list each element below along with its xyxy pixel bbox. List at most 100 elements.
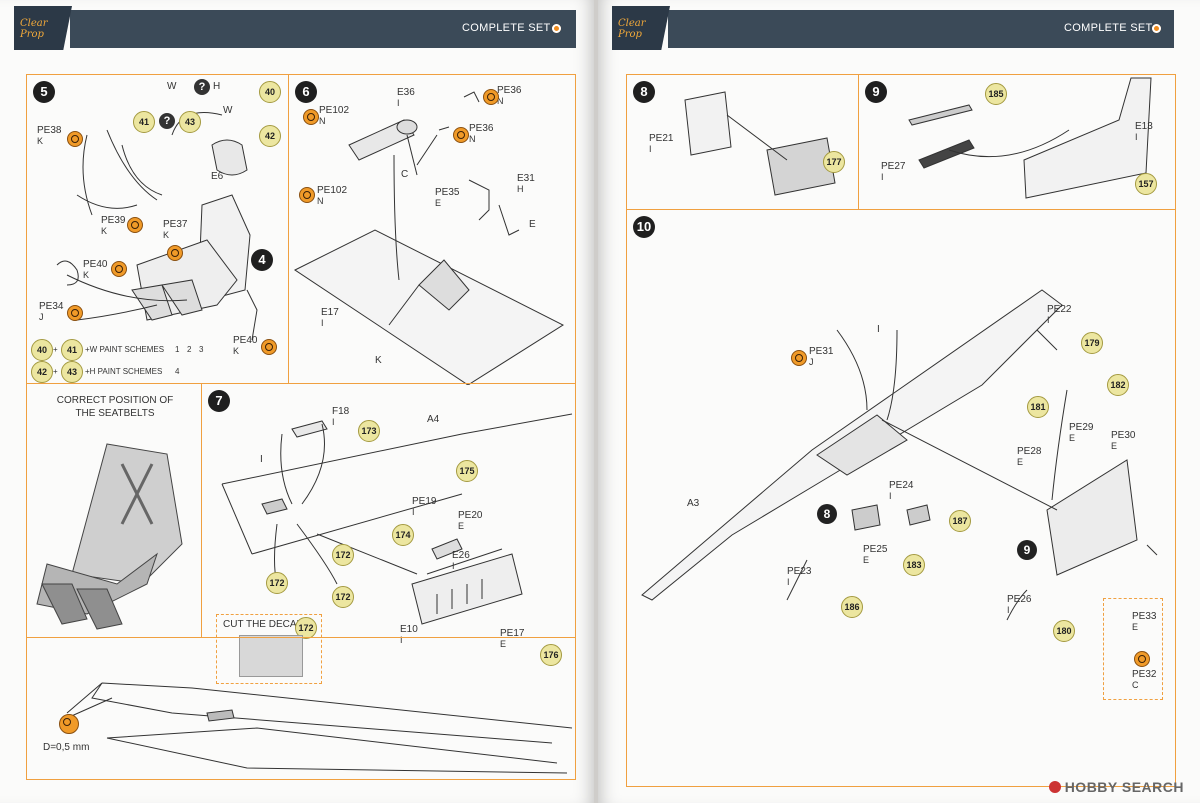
logo-text: Clear Prop [20,18,48,40]
photo-etch-icon [791,350,807,366]
decal-176: 176 [540,644,562,666]
color-code-w: W [167,81,177,92]
decal-42: 42 [259,125,281,147]
decal-40: 40 [259,81,281,103]
photo-etch-icon [453,127,469,143]
legend-plus: + [53,345,58,354]
step-number: 7 [208,390,230,412]
photo-etch-icon [483,89,499,105]
paint-scheme-1: 1 [175,345,180,354]
right-header-bar: COMPLETE SET [668,10,1174,48]
cut-decal-box: CUT THE DECAL 172 [216,614,322,684]
paint-scheme-2: 2 [187,345,192,354]
legend-decal-40: 40 [31,339,53,361]
decal-175: 175 [456,460,478,482]
drill-size: D=0,5 mm [43,742,90,753]
cut-decal-label: CUT THE DECAL [223,619,303,630]
question-icon: ? [159,113,175,129]
left-header-title: COMPLETE SET [462,22,551,34]
part-k: K [375,355,382,366]
decal-172d: 172 [295,617,317,639]
question-icon: ? [194,79,210,95]
legend-plus: + [53,367,58,376]
decal-180: 180 [1053,620,1075,642]
instrument-panel-drawing [221,413,573,625]
decal-173: 173 [358,420,380,442]
book-gutter [594,0,598,803]
part-i: I [260,454,263,465]
decal-187: 187 [949,510,971,532]
step-number: 9 [865,81,887,103]
decal-172c: 172 [332,586,354,608]
decal-172a: 172 [332,544,354,566]
brand-logo: Clear Prop [14,6,72,50]
decal-157: 157 [1135,173,1157,195]
header-dot-icon [552,24,561,33]
left-page: COMPLETE SET Clear Prop 5 W ? H 40 W 41 … [0,0,594,803]
color-code-w2: W [223,105,233,116]
step-number: 6 [295,81,317,103]
decal-41: 41 [133,111,155,133]
decal-172b: 172 [266,572,288,594]
fuselage-drawing [66,682,573,774]
sub-step-8: 8 [817,504,837,524]
sub-step-9: 9 [1017,540,1037,560]
part-e6: E6 [211,171,224,182]
decal-sheet-preview [239,635,303,677]
paint-scheme-3: 3 [199,345,204,354]
legend-line-1: +W PAINT SCHEMES [85,345,165,354]
legend-decal-41: 41 [61,339,83,361]
legend-decal-42: 42 [31,361,53,383]
seatbelt-photo-drawing [36,443,183,630]
part-c: C [401,169,409,180]
step-number: 10 [633,216,655,238]
console-drawing [908,77,1152,199]
photo-etch-icon [1134,651,1150,667]
decal-181: 181 [1027,396,1049,418]
part-i: I [877,324,880,335]
photo-etch-icon [127,217,143,233]
side-panel-drawing [684,91,836,196]
decal-179: 179 [1081,332,1103,354]
brand-logo: Clear Prop [612,6,670,50]
photo-etch-icon [303,109,319,125]
step-number: 4 [251,249,273,271]
decal-182: 182 [1107,374,1129,396]
decal-186: 186 [841,596,863,618]
legend-line-2: +H PAINT SCHEMES [85,367,163,376]
decal-185: 185 [985,83,1007,105]
fuselage-panel: D=0,5 mm [26,637,576,780]
header-dot-icon [1152,24,1161,33]
photo-etch-icon [67,305,83,321]
decal-174: 174 [392,524,414,546]
part-e: E [529,219,536,230]
